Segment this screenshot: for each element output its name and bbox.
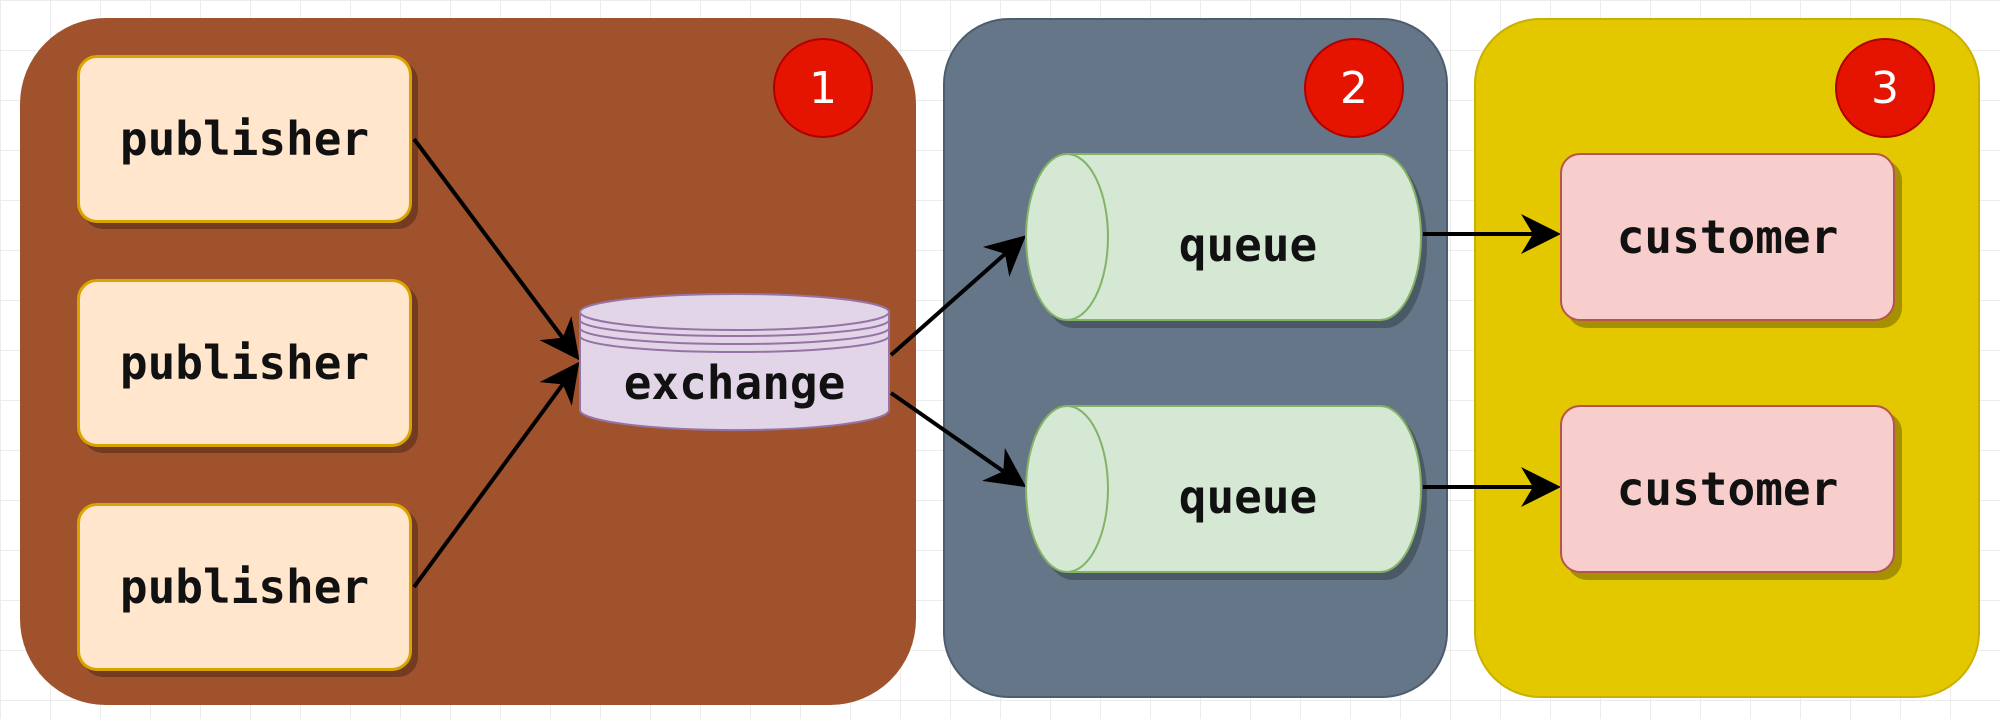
publisher-label: publisher [119,560,370,614]
publisher-label: publisher [119,112,370,166]
publisher-node[interactable]: publisher [77,55,412,223]
customer-node[interactable]: customer [1560,405,1895,573]
publisher-node[interactable]: publisher [77,279,412,447]
queue-shape [1025,405,1427,580]
step-badge-2: 2 [1304,38,1404,138]
publisher-label: publisher [119,336,370,390]
edge-publisher-1-to-exchange[interactable] [412,137,580,361]
queue-node[interactable]: queue [1025,153,1427,328]
exchange-node[interactable]: exchange [578,292,891,434]
step-badge-3: 3 [1835,38,1935,138]
customer-node[interactable]: customer [1560,153,1895,321]
queue-label: queue [1178,470,1318,524]
queue-label: queue [1178,218,1318,272]
edge-exchange-to-queue-1[interactable] [889,235,1026,357]
exchange-label: exchange [623,356,846,410]
edge-exchange-to-queue-2[interactable] [889,391,1027,488]
customer-label: customer [1616,462,1839,516]
customer-label: customer [1616,210,1839,264]
step-badge-1: 1 [773,38,873,138]
queue-shape [1025,153,1427,328]
publisher-node[interactable]: publisher [77,503,412,671]
queue-node[interactable]: queue [1025,405,1427,580]
exchange-shape [579,293,890,432]
edge-publisher-3-to-exchange[interactable] [412,361,580,589]
